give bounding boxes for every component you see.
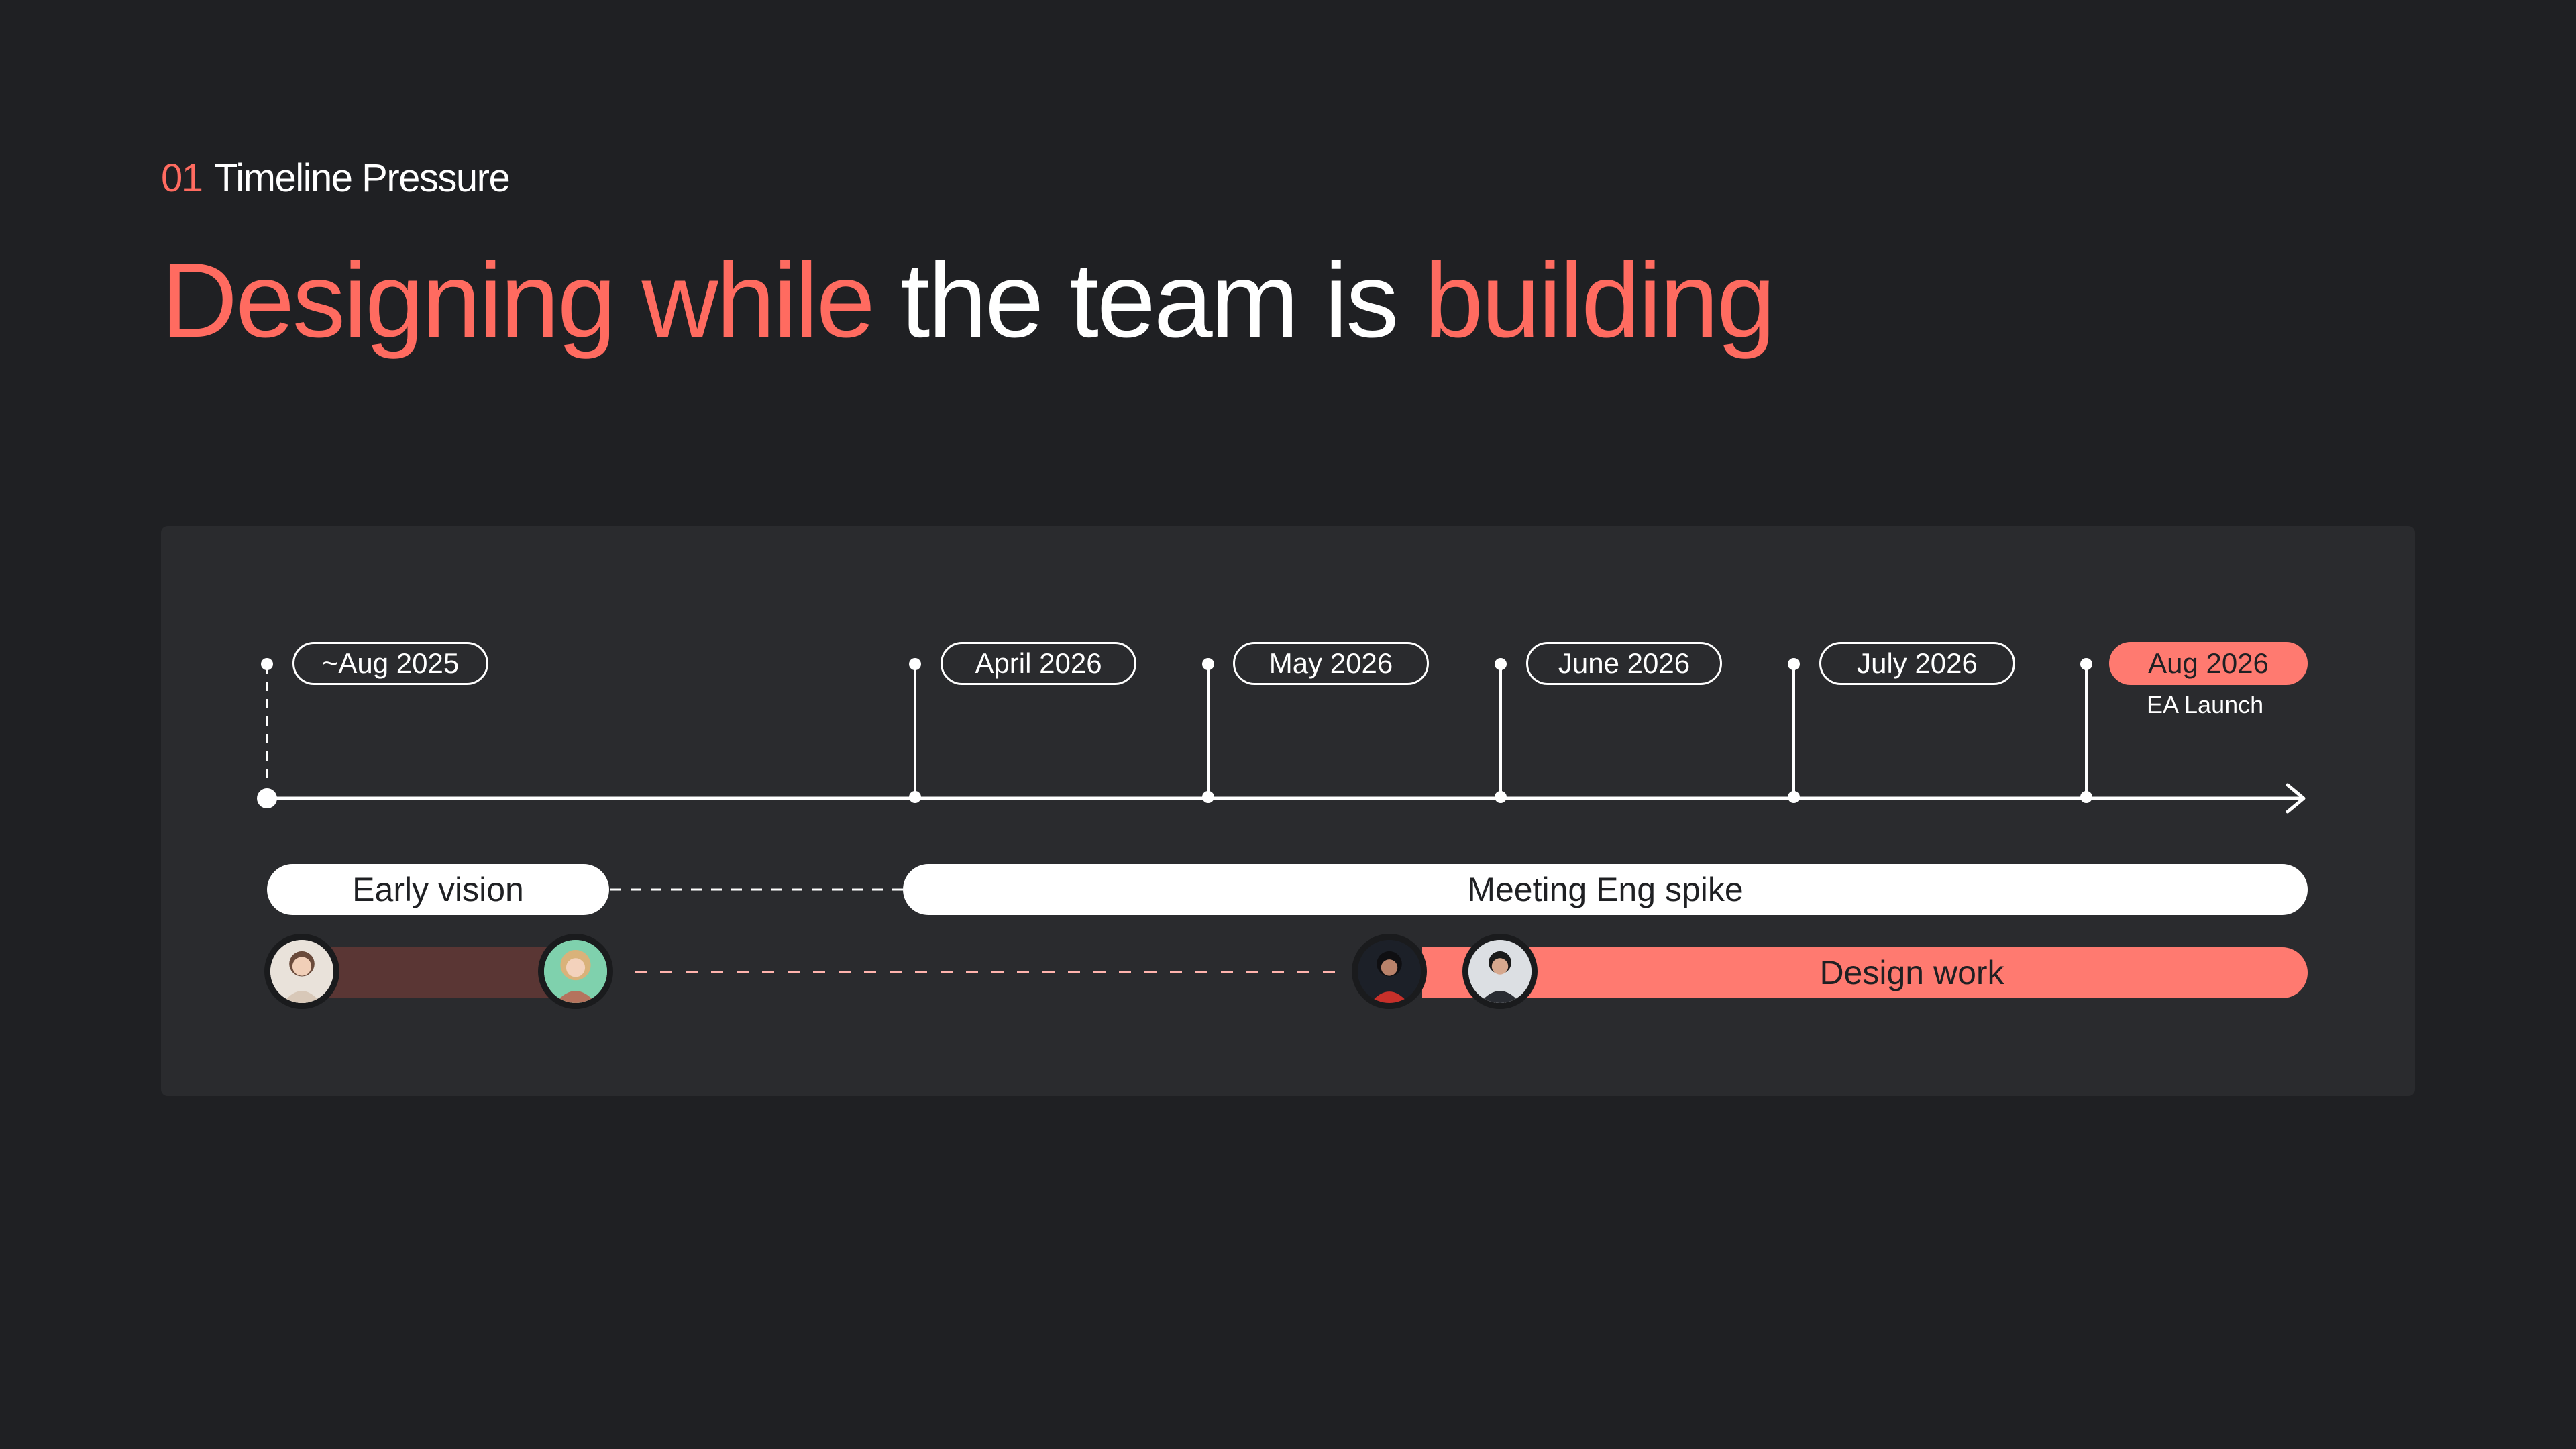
section-number: 01 [161, 156, 203, 200]
milestone-dot-aug-2026 [2080, 658, 2092, 670]
milestone-pill-june-2026: June 2026 [1526, 642, 1722, 685]
milestone-pill-aug-2026: Aug 2026 [2109, 642, 2308, 685]
timeline-start-dot [257, 788, 277, 808]
milestone-dot-may-2026 [1202, 658, 1214, 670]
milestone-pill-may-2026: May 2026 [1233, 642, 1429, 685]
milestone-pill-aug-2025: ~Aug 2025 [292, 642, 488, 685]
eng-spike-bar: Meeting Eng spike [903, 864, 2308, 915]
section-title: Timeline Pressure [214, 156, 511, 200]
milestone-axis-dot-aug-2026 [2080, 791, 2092, 803]
milestone-dot-april-2026 [909, 658, 921, 670]
milestone-axis-dot-july-2026 [1788, 791, 1800, 803]
early-design-bar [302, 947, 577, 998]
milestone-dot-aug-2025 [261, 658, 273, 670]
headline-part-1: Designing while [161, 241, 875, 360]
person-avatar-icon [538, 934, 613, 1009]
headline-part-3: building [1424, 241, 1776, 360]
design-work-bar [1422, 947, 2308, 998]
person-avatar-icon [264, 934, 339, 1009]
person-avatar-icon [1462, 934, 1538, 1009]
milestone-axis-dot-may-2026 [1202, 791, 1214, 803]
early-vision-bar: Early vision [267, 864, 609, 915]
person-avatar-icon [1352, 934, 1427, 1009]
milestone-axis-dot-april-2026 [909, 791, 921, 803]
headline: Designing while the team is building [161, 241, 1776, 360]
milestone-dot-june-2026 [1495, 658, 1507, 670]
timeline-panel [161, 526, 2415, 1096]
milestone-pill-april-2026: April 2026 [941, 642, 1136, 685]
design-work-label: Design work [1819, 954, 2004, 991]
ea-launch-label: EA Launch [2147, 691, 2264, 718]
headline-part-2: the team is [873, 241, 1425, 360]
milestone-axis-dot-june-2026 [1495, 791, 1507, 803]
timeline-arrow-icon [2286, 783, 2306, 814]
milestone-pill-july-2026: July 2026 [1819, 642, 2015, 685]
milestone-dot-july-2026 [1788, 658, 1800, 670]
